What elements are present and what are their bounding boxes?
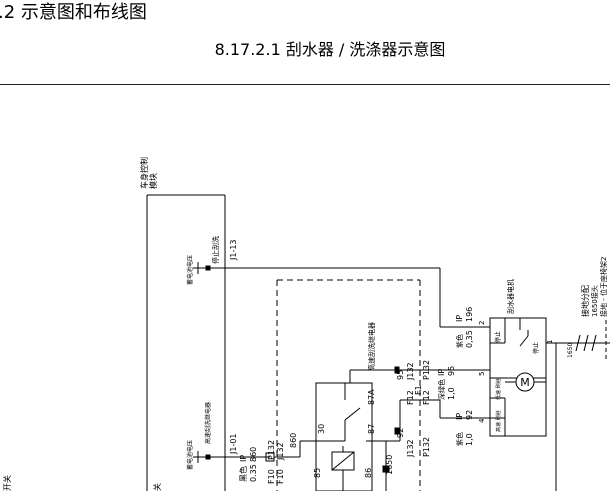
motor-pin-5: 5 — [478, 372, 486, 376]
wire-92-circuit: 92 — [465, 410, 474, 420]
stop-wash-label: 停止刮洗 — [211, 236, 220, 264]
motor-symbol: M — [520, 376, 530, 389]
stop-wash-supply-label: 蓄电池电压 — [186, 255, 194, 285]
section-title: .2 示意图和布线图 — [0, 2, 147, 23]
spray-supply — [193, 440, 345, 463]
wire-92-color: 紫色 — [455, 432, 464, 446]
relay-term-87: 87 — [367, 424, 376, 434]
ground-wire-label: 1650 — [567, 343, 574, 358]
spray-wire-color: 黑色 — [238, 466, 248, 482]
relay-title: 高速刮洗继电器 — [367, 322, 376, 371]
conn-p132-bot: P132 — [422, 437, 431, 457]
spray-pin: J1-01 — [229, 433, 238, 455]
relay-contacts — [315, 369, 386, 491]
page-title: 8.17.2.1 刮水器 / 洗涤器示意图 — [214, 40, 446, 59]
wire-196 — [439, 268, 490, 328]
relay-term-85: 85 — [313, 468, 322, 478]
ground-distribution — [555, 320, 610, 491]
conn-f10-a: F10 — [267, 469, 276, 484]
motor-pin-2: 2 — [478, 321, 486, 325]
left-edge-label-a: 开关 — [2, 475, 12, 491]
motor-stop-label: 停止 — [494, 331, 502, 343]
spray-circuit: 860 — [249, 447, 258, 462]
conn-f1: F1 — [414, 385, 423, 395]
ground-location: 接地 - 位于座椅架2 — [599, 257, 608, 317]
relay-output-wires — [382, 366, 490, 491]
wire-95-color: 深绿色 — [437, 379, 446, 400]
motor-low-speed: 低速 刷继 — [495, 378, 502, 400]
bcm-label-2: 模块 — [148, 173, 158, 189]
spray-supply-label: 蓄电池电压 — [186, 440, 194, 470]
motor-title: 刮水器电机 — [506, 279, 515, 314]
relay-housing — [276, 279, 421, 491]
spray-wire-gauge: 0.35 — [249, 464, 258, 482]
conn-p132-a: P132 — [267, 440, 276, 460]
motor-pin-4: 4 — [478, 418, 486, 423]
ground-title: 接地分配 — [580, 285, 590, 317]
wire-95-gauge: 1,0 — [447, 387, 456, 400]
bcm-label-1: 车身控制 — [139, 157, 149, 189]
conn-f12-b: F12 — [422, 390, 431, 405]
stop-wash-input — [193, 262, 440, 274]
stop-wash-pin: J1-13 — [229, 239, 238, 261]
motor-pin-1: 1 — [546, 340, 554, 344]
left-edge-label-b: 关 — [152, 483, 162, 491]
wire-1650-label: 1650 — [385, 455, 394, 475]
wire-196-ip: IP — [455, 315, 464, 322]
relay-term-87a: 87A — [367, 389, 376, 405]
wire-196-color: 紫色 — [455, 334, 464, 348]
bcm-module — [146, 194, 226, 491]
wiper-motor — [489, 317, 556, 437]
conn-j132-a: J132 — [276, 442, 285, 461]
wire-196-gauge: 0,35 — [465, 330, 474, 348]
conn-j132-top: J132 — [406, 362, 415, 381]
spray-circuit-2: 860 — [289, 433, 298, 448]
conn-j132-bot: J132 — [406, 439, 415, 458]
relay-term-86: 86 — [364, 468, 373, 478]
motor-park-label: 停止 — [532, 342, 540, 354]
wire-95-circuit: 95 — [447, 366, 456, 376]
ground-splice: 1650接头 — [590, 285, 599, 317]
wire-92-ip: IP — [455, 413, 464, 420]
conn-f12: F12 — [406, 390, 415, 405]
wire-95-ip: IP — [437, 369, 446, 376]
relay-term-30: 30 — [317, 424, 326, 434]
motor-high-speed: 高速 刷继 — [495, 410, 502, 432]
wire-92-gauge: 1,0 — [465, 433, 474, 446]
conn-f10-b: F10 — [276, 469, 285, 484]
spray-ip: IP — [239, 455, 248, 462]
header-divider — [0, 84, 610, 85]
conn-p132-top: P132 — [422, 360, 431, 380]
wire-92-label: 92 — [396, 428, 405, 438]
wire-95-label: 95 — [396, 370, 405, 380]
wire-196-circuit: 196 — [465, 307, 474, 322]
spray-relay-feed-label: 高速刮洗继电器 — [204, 402, 212, 444]
